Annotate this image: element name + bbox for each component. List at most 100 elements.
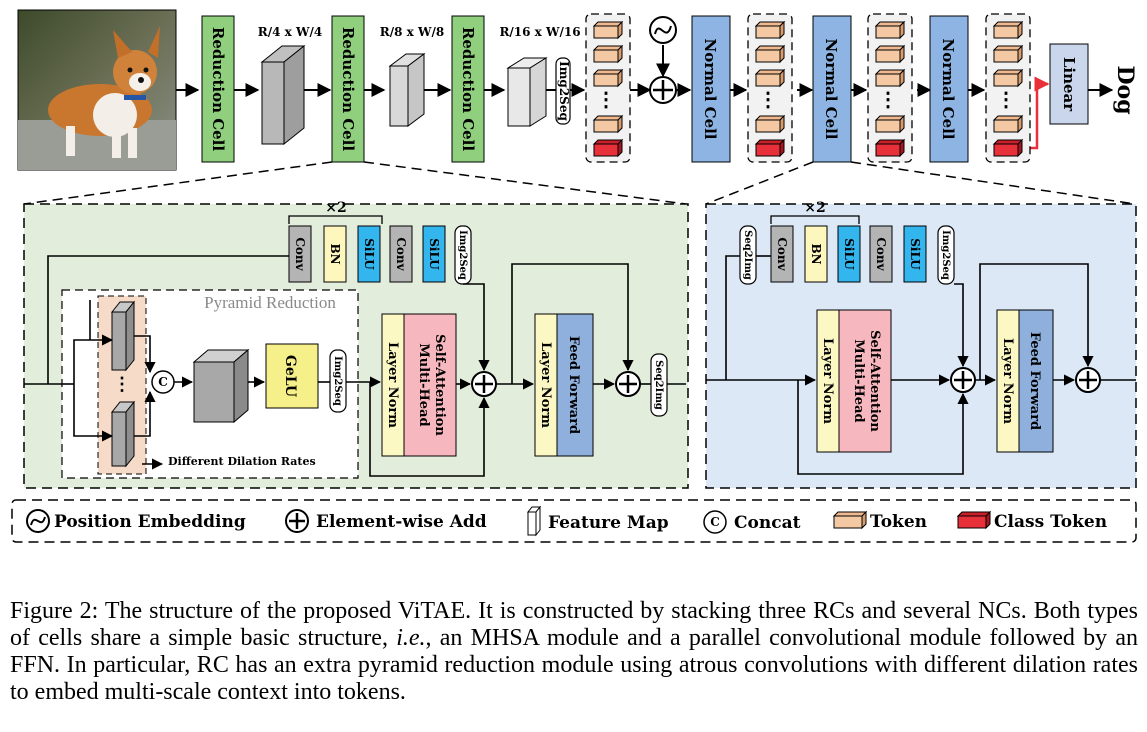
- normal-cell-2: Normal Cell: [812, 15, 852, 163]
- token-top: [992, 115, 1024, 121]
- token: [993, 25, 1019, 39]
- rc-silu-1: SiLU: [357, 225, 381, 283]
- nc-silu-2: SiLU: [903, 225, 927, 283]
- caption-part1: Figure 2: The structure of the proposed …: [10, 598, 1138, 651]
- svg-text:Position Embedding: Position Embedding: [54, 512, 246, 532]
- class-token-top: [874, 139, 906, 145]
- svg-text:Conv: Conv: [293, 237, 307, 271]
- legend-token: Token: [832, 510, 927, 532]
- zoom-lines: [23, 161, 1136, 205]
- rc-add-1: [471, 371, 497, 397]
- token: [993, 119, 1019, 133]
- rc-gelu: GeLU: [265, 343, 319, 409]
- svg-text:Self-Attention: Self-Attention: [867, 330, 882, 432]
- svg-text:Class Token: Class Token: [994, 512, 1107, 532]
- output-label: Dog: [1112, 65, 1138, 114]
- class-token: [993, 143, 1019, 157]
- element-wise-add-top: [649, 76, 677, 104]
- token-top: [592, 21, 624, 27]
- token-top: [754, 115, 786, 121]
- rc-conv-1: Conv: [288, 225, 312, 283]
- token: [875, 119, 901, 133]
- reduction-cell-3-label: Reduction Cell: [459, 27, 477, 151]
- svg-text:Layer Norm: Layer Norm: [1000, 338, 1015, 424]
- feature-map-1: [260, 44, 306, 146]
- nc-layer-norm-1: Layer Norm: [816, 309, 840, 453]
- legend-feature-map: Feature Map: [526, 505, 669, 537]
- svg-text:GeLU: GeLU: [282, 355, 298, 397]
- caption-italic: i.e.: [396, 625, 426, 651]
- rc-add-2: [615, 371, 641, 397]
- svg-text:Concat: Concat: [734, 513, 801, 533]
- svg-text:Layer Norm: Layer Norm: [385, 342, 400, 428]
- token-dots: ⋮: [596, 87, 616, 111]
- figure-caption: Figure 2: The structure of the proposed …: [10, 598, 1138, 706]
- dim-label-2: R/8 x W/8: [380, 25, 444, 39]
- svg-text:SiLU: SiLU: [427, 238, 441, 270]
- svg-text:Seq2Img: Seq2Img: [742, 230, 753, 280]
- class-token: [593, 143, 619, 157]
- legend-class-token: Class Token: [956, 510, 1107, 532]
- token-dots: ⋮: [996, 87, 1016, 111]
- rc-img2seq-pyramid: Img2Seq: [329, 349, 347, 413]
- svg-text:Img2Seq: Img2Seq: [332, 356, 343, 406]
- rc-layer-norm-1: Layer Norm: [381, 313, 405, 457]
- dim-label-1: R/4 x W/4: [258, 25, 322, 39]
- class-token-top: [592, 139, 624, 145]
- svg-text:Normal Cell: Normal Cell: [701, 38, 719, 139]
- nc-silu-1: SiLU: [837, 225, 861, 283]
- svg-text:C: C: [710, 515, 720, 529]
- class-token-top: [992, 139, 1024, 145]
- nc-img2seq: Img2Seq: [937, 225, 955, 285]
- dim-label-3: R/16 x W/16: [499, 25, 580, 39]
- input-image: [17, 9, 177, 171]
- token-top: [874, 69, 906, 75]
- rc-mhsa: Multi-Head Self-Attention: [403, 313, 457, 457]
- token-top: [874, 45, 906, 51]
- normal-cell-3: Normal Cell: [929, 15, 969, 163]
- token-top: [874, 21, 906, 27]
- token: [875, 25, 901, 39]
- token: [875, 49, 901, 63]
- dilation-conv-bottom: [110, 400, 136, 468]
- class-token: [875, 143, 901, 157]
- nc-conv-1: Conv: [770, 225, 794, 283]
- rc-silu-2: SiLU: [422, 225, 446, 283]
- concat-icon: C: [151, 370, 175, 394]
- dilation-rates-label: Different Dilation Rates: [168, 455, 316, 468]
- rc-bn: BN: [323, 225, 347, 283]
- svg-text:Conv: Conv: [775, 237, 789, 271]
- reduction-cell-2: Reduction Cell: [331, 15, 365, 163]
- token-top: [992, 45, 1024, 51]
- token: [993, 49, 1019, 63]
- svg-text:BN: BN: [328, 243, 342, 264]
- svg-text:Feed Forward: Feed Forward: [566, 336, 581, 434]
- feature-map-3: [506, 57, 548, 127]
- token-dots: ⋮: [758, 87, 778, 111]
- class-token: [755, 143, 781, 157]
- nc-times2: ×2: [804, 200, 825, 216]
- normal-cell-detail: ×2 Seq2Img Conv BN SiLU Conv SiLU Img2Se…: [705, 200, 1137, 489]
- rc-feed-forward: Feed Forward: [556, 313, 594, 457]
- svg-text:Self-Attention: Self-Attention: [432, 334, 447, 436]
- nc-add-1: [950, 367, 976, 393]
- token-top: [754, 21, 786, 27]
- pyramid-reduction-title: Pyramid Reduction: [204, 293, 336, 312]
- token-top: [992, 21, 1024, 27]
- dilation-conv-top: [110, 300, 136, 372]
- nc-seq2img: Seq2Img: [739, 225, 757, 285]
- token-groups: ⋮⋮⋮⋮: [585, 13, 1031, 163]
- token-top: [992, 69, 1024, 75]
- svg-text:Img2Seq: Img2Seq: [457, 230, 468, 280]
- rc-seq2img: Seq2Img: [650, 353, 668, 417]
- top-arrows: [176, 45, 1114, 97]
- svg-text:Layer Norm: Layer Norm: [538, 342, 553, 428]
- linear-layer: Linear: [1049, 43, 1089, 125]
- legend-concat: C Concat: [703, 510, 801, 534]
- token-top: [592, 115, 624, 121]
- reduction-cell-1-label: Reduction Cell: [209, 27, 227, 151]
- svg-text:Feature Map: Feature Map: [548, 513, 669, 533]
- svg-text:Img2Seq: Img2Seq: [557, 61, 571, 121]
- svg-text:Normal Cell: Normal Cell: [822, 38, 840, 139]
- svg-text:Multi-Head: Multi-Head: [416, 343, 431, 426]
